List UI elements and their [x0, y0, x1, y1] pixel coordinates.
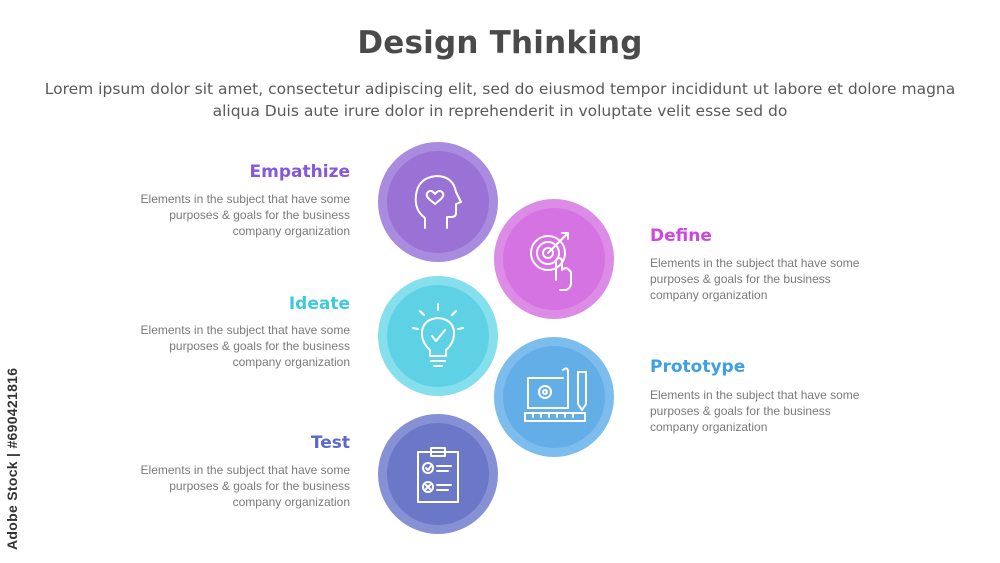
blueprint-icon: [524, 367, 587, 422]
step-title-empathize: Empathize: [249, 162, 350, 182]
step-title-test: Test: [310, 433, 350, 453]
lightbulb-icon: [412, 303, 464, 367]
page-title: Design Thinking: [357, 25, 643, 61]
circle-ideate: [378, 276, 498, 396]
watermark-label: Adobe Stock | #690421816: [4, 367, 20, 550]
step-desc-prototype: Elements in the subject that have some p…: [650, 388, 860, 434]
step-desc-ideate: Elements in the subject that have some p…: [140, 323, 350, 369]
clipboard-checklist-icon: [417, 447, 459, 503]
circle-prototype: [494, 337, 614, 457]
step-title-prototype: Prototype: [650, 357, 746, 377]
page-subtitle: Lorem ipsum dolor sit amet, consectetur …: [44, 80, 956, 120]
step-desc-test: Elements in the subject that have some p…: [140, 463, 350, 509]
step-title-ideate: Ideate: [288, 294, 350, 314]
circle-define: [494, 199, 614, 319]
circle-test: [378, 414, 498, 534]
circle-empathize: [378, 142, 498, 262]
target-hand-icon: [530, 232, 572, 291]
step-desc-define: Elements in the subject that have some p…: [650, 256, 860, 302]
step-desc-empathize: Elements in the subject that have some p…: [140, 192, 350, 238]
step-title-define: Define: [650, 226, 712, 246]
head-heart-icon: [414, 175, 462, 229]
